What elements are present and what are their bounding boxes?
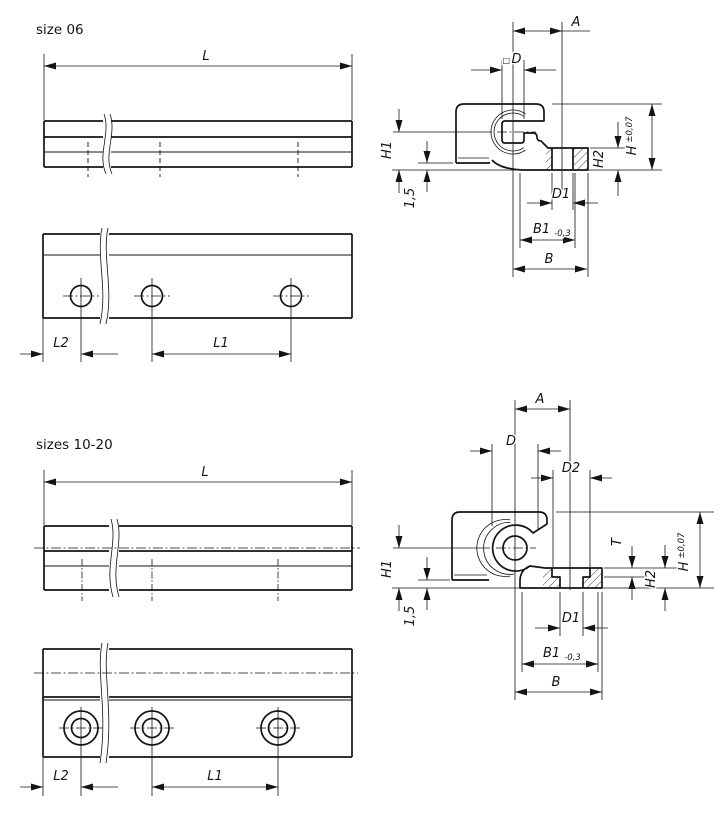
sizes1020-dim-A: A	[535, 392, 545, 407]
sizes1020-dim-D2: D2	[562, 461, 580, 476]
size06-title: size 06	[36, 22, 84, 38]
sizes1020-dim-T: T	[610, 537, 625, 546]
size06-side-view: L	[43, 48, 353, 177]
sizes1020-side-dim-L: L	[201, 465, 208, 480]
break-line	[99, 227, 110, 325]
sizes1020-front-view: L2 L1	[20, 642, 358, 796]
size06-profile-section: A □D H1 1,5 H2 H±0,07 D1 B1-0,3 B	[379, 14, 662, 277]
sizes1020-dim-H2: H2	[644, 570, 659, 588]
sizes1020-side-view: L	[34, 464, 360, 601]
break-line	[99, 642, 110, 764]
size06-dim-clearance: 1,5	[403, 188, 418, 209]
break-line	[102, 113, 113, 175]
section-hatch	[583, 568, 602, 588]
size06-front-dim-L2: L2	[53, 336, 69, 351]
size06-side-dim-L: L	[202, 49, 209, 64]
size06-front-view: L2 L1	[20, 227, 353, 362]
section-hatch	[573, 148, 588, 170]
size06-front-dim-L1: L1	[213, 336, 229, 351]
sizes1020-dim-B1: B1-0,3	[543, 646, 581, 663]
size06-dim-H: H±0,07	[625, 116, 640, 155]
size06-dim-B: B	[545, 252, 554, 267]
sizes1020-front-dim-L1: L1	[207, 769, 223, 784]
size06-dim-D1: D1	[552, 187, 570, 202]
sizes1020-dim-clearance: 1,5	[403, 606, 418, 627]
sizes1020-front-dim-L2: L2	[53, 769, 69, 784]
hub-arcs	[476, 519, 515, 577]
size06-dim-A: A	[571, 15, 581, 30]
sizes1020-dim-D: D	[506, 434, 516, 449]
section-hatch	[543, 568, 560, 588]
size06-dim-B1: B1-0,3	[533, 222, 571, 239]
sizes1020-dim-D1: D1	[562, 611, 580, 626]
sizes1020-dim-H1: H1	[380, 560, 395, 578]
sizes1020-dim-H: H±0,07	[677, 532, 692, 571]
sizes1020-dim-B: B	[552, 675, 561, 690]
sizes1020-title: sizes 10-20	[36, 437, 113, 453]
hole-section-walls	[551, 148, 574, 170]
break-line	[109, 518, 120, 598]
size06-dim-H2: H2	[592, 150, 607, 168]
section-hatch	[546, 148, 552, 170]
sizes1020-profile-section: A D D2 T H1 1,5 H2 H±0,07 D1 B1-0,3	[379, 391, 714, 700]
channel-arcs	[490, 109, 526, 155]
size06-dim-squareD: □D	[502, 52, 521, 67]
size06-dim-H1: H1	[380, 141, 395, 159]
